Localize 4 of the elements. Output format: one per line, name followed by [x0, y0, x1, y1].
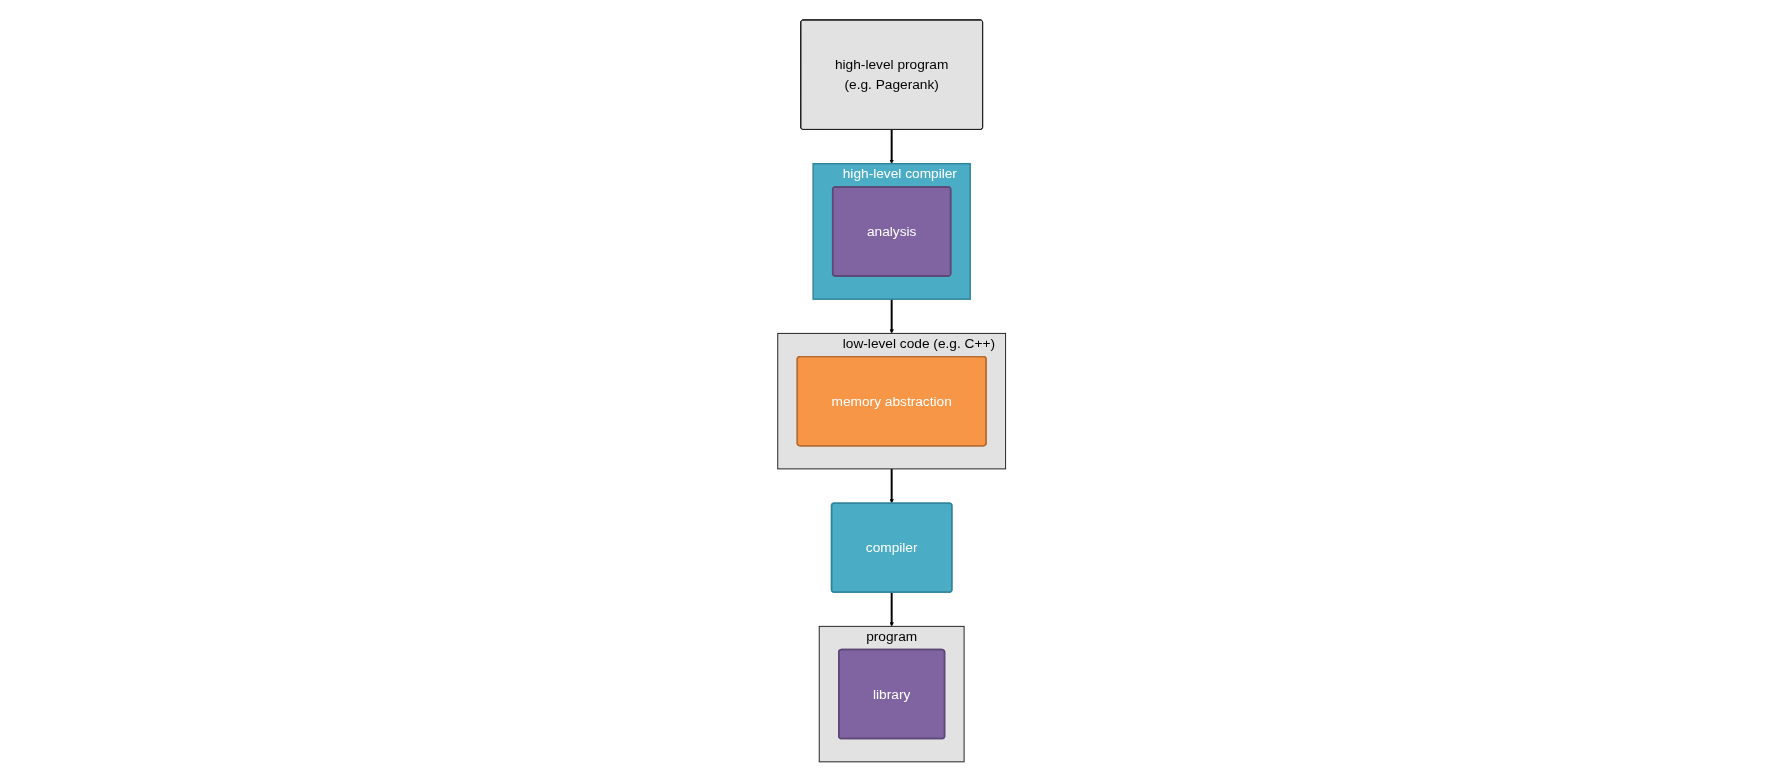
arrow: [889, 128, 894, 164]
arrow: [889, 590, 894, 627]
arrow: [889, 297, 894, 334]
arrow: [889, 467, 894, 503]
